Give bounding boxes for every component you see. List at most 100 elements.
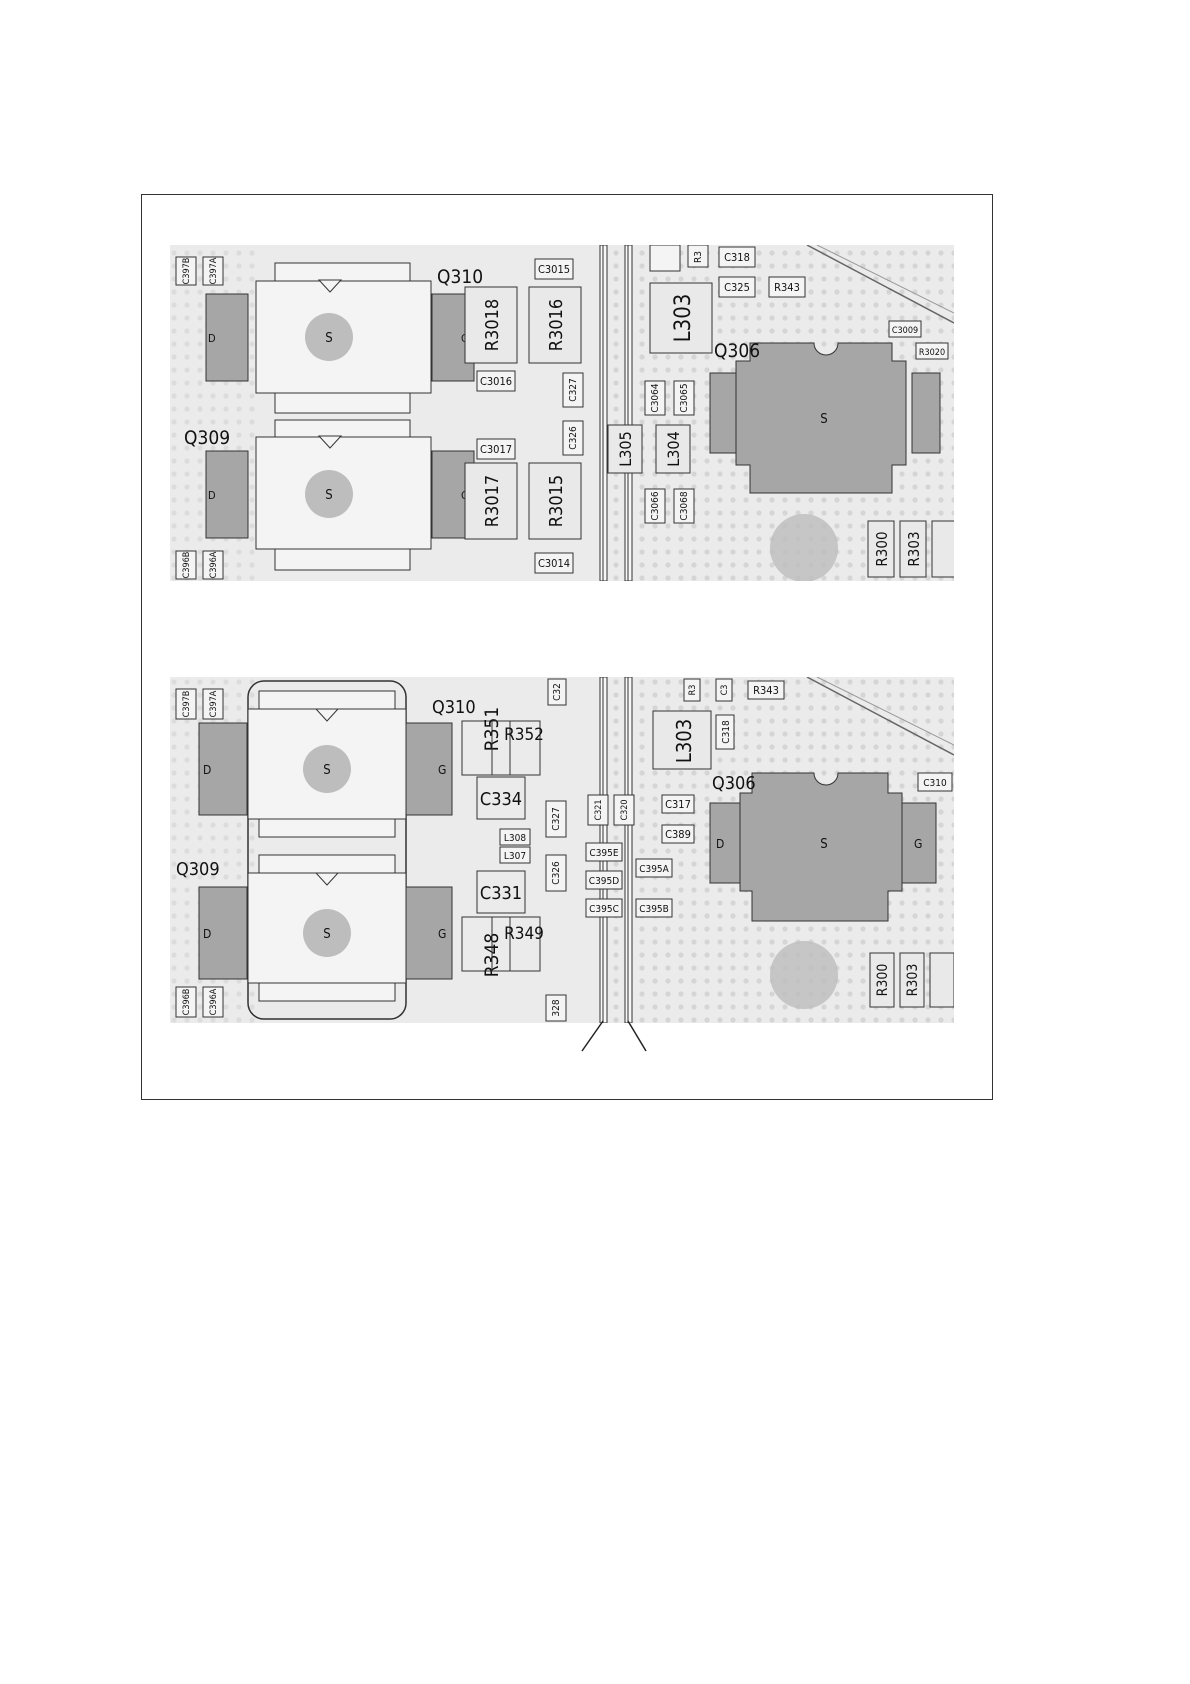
svg-text:C396B: C396B	[182, 989, 192, 1016]
svg-text:L303: L303	[671, 294, 696, 343]
svg-text:C3009: C3009	[892, 326, 918, 336]
svg-text:C317: C317	[665, 798, 691, 811]
r300-resistor: R300	[867, 520, 895, 578]
svg-text:C397A: C397A	[209, 257, 219, 284]
svg-text:R3015: R3015	[546, 475, 567, 527]
svg-text:C397A: C397A	[209, 690, 219, 717]
r3018-resistor: R3018	[464, 286, 518, 364]
q310-ref-label-bottom: Q310	[432, 697, 476, 718]
q309-drain-label: D	[208, 489, 216, 502]
top-view-board: S D G Q310 S D G Q309	[170, 245, 954, 581]
svg-text:C3016: C3016	[480, 375, 512, 388]
svg-text:C320: C320	[620, 799, 630, 820]
svg-text:C321: C321	[594, 799, 604, 820]
svg-text:C3068: C3068	[679, 491, 690, 520]
svg-text:G: G	[438, 763, 446, 777]
svg-text:C395C: C395C	[589, 904, 619, 915]
bottom-large-parts: R351 R352 C334 C331 R348 R349 L303 R300 …	[461, 707, 954, 1009]
svg-text:C325: C325	[724, 281, 750, 294]
svg-text:R3: R3	[688, 685, 698, 696]
svg-text:C3015: C3015	[538, 263, 570, 276]
svg-text:C331: C331	[480, 883, 522, 904]
svg-text:C326: C326	[551, 861, 562, 885]
svg-text:L307: L307	[504, 851, 526, 862]
q310-ref-label: Q310	[437, 266, 483, 288]
svg-text:G: G	[438, 927, 446, 941]
q306-ref-label-bottom: Q306	[712, 773, 756, 794]
svg-text:328: 328	[551, 999, 562, 1016]
q306-source-label: S	[820, 412, 827, 427]
svg-text:C396B: C396B	[182, 552, 192, 579]
svg-text:R352: R352	[504, 725, 544, 745]
svg-text:R3016: R3016	[546, 299, 567, 351]
svg-text:C395B: C395B	[639, 904, 669, 915]
svg-text:C395E: C395E	[589, 848, 618, 859]
q306-transistor-bottom: S D G Q306	[709, 772, 937, 922]
center-trace	[599, 245, 633, 581]
svg-text:R349: R349	[504, 924, 544, 944]
svg-text:L304: L304	[664, 431, 683, 466]
svg-text:C326: C326	[568, 426, 579, 450]
svg-text:C396A: C396A	[209, 988, 219, 1015]
svg-text:C3064: C3064	[650, 383, 661, 412]
svg-text:C318: C318	[721, 720, 732, 744]
svg-text:C3065: C3065	[679, 383, 690, 412]
l304-inductor: L304	[655, 424, 691, 474]
svg-text:R343: R343	[753, 684, 779, 697]
svg-text:L305: L305	[616, 431, 635, 466]
svg-text:C3017: C3017	[480, 443, 512, 456]
svg-text:R303: R303	[905, 964, 921, 997]
bottom-small-parts: C397B C397A C396B C396A C32 C327 C326 32…	[175, 678, 953, 1022]
svg-text:R3017: R3017	[482, 475, 503, 527]
svg-text:C334: C334	[480, 789, 522, 810]
r3016-resistor: R3016	[528, 286, 582, 364]
svg-text:C3066: C3066	[650, 491, 661, 520]
pcb-layout-diagram: S D G Q310 S D G Q309	[170, 245, 954, 1052]
svg-text:R343: R343	[774, 281, 800, 294]
svg-text:R3020: R3020	[919, 348, 945, 358]
q306-transistor: S Q306	[709, 340, 941, 494]
svg-text:C397B: C397B	[182, 258, 192, 285]
svg-text:C395D: C395D	[589, 876, 619, 887]
q310-drain-label: D	[208, 332, 216, 345]
r3015-resistor: R3015	[528, 462, 582, 540]
leader-lines	[581, 1020, 647, 1052]
svg-text:C3: C3	[720, 685, 730, 696]
svg-text:D: D	[203, 927, 211, 941]
svg-text:S: S	[323, 927, 330, 942]
q309-ref-label-bottom: Q309	[176, 859, 220, 880]
svg-text:D: D	[716, 837, 724, 851]
svg-text:R300: R300	[873, 531, 891, 566]
q310-source-label: S	[325, 331, 332, 346]
svg-text:L308: L308	[504, 833, 526, 844]
svg-text:R300: R300	[875, 964, 891, 997]
svg-text:C32: C32	[552, 683, 563, 701]
svg-text:C3014: C3014	[538, 557, 570, 570]
svg-text:S: S	[820, 837, 827, 852]
l303-inductor: L303	[649, 282, 713, 354]
svg-text:L303: L303	[672, 719, 696, 763]
svg-text:R3: R3	[693, 251, 704, 263]
q310-transistor-bottom: S D G Q310	[198, 690, 476, 838]
svg-text:G: G	[914, 837, 922, 851]
l305-inductor: L305	[607, 424, 643, 474]
svg-text:C395A: C395A	[639, 864, 669, 875]
top-small-parts: C397B C397A C396B C396A C3015 C3016 C301…	[175, 245, 949, 580]
r3017-resistor: R3017	[464, 462, 518, 540]
svg-text:R303: R303	[905, 531, 923, 566]
q306-ref-label: Q306	[714, 340, 760, 362]
svg-text:R3018: R3018	[482, 299, 503, 351]
svg-text:D: D	[203, 763, 211, 777]
svg-text:C310: C310	[923, 778, 947, 789]
svg-text:C327: C327	[568, 378, 579, 401]
r303-resistor: R303	[899, 520, 927, 578]
bottom-view-board: S D G Q310 S D G Q309 S	[170, 677, 954, 1023]
diagram-frame: S D G Q310 S D G Q309	[141, 194, 993, 1100]
svg-text:S: S	[323, 763, 330, 778]
q309-transistor: S D G Q309	[184, 419, 475, 571]
svg-text:C318: C318	[724, 251, 750, 264]
svg-text:C327: C327	[551, 807, 562, 830]
svg-text:C397B: C397B	[182, 691, 192, 718]
svg-text:C389: C389	[665, 828, 691, 841]
q309-transistor-bottom: S D G Q309	[176, 854, 453, 1002]
